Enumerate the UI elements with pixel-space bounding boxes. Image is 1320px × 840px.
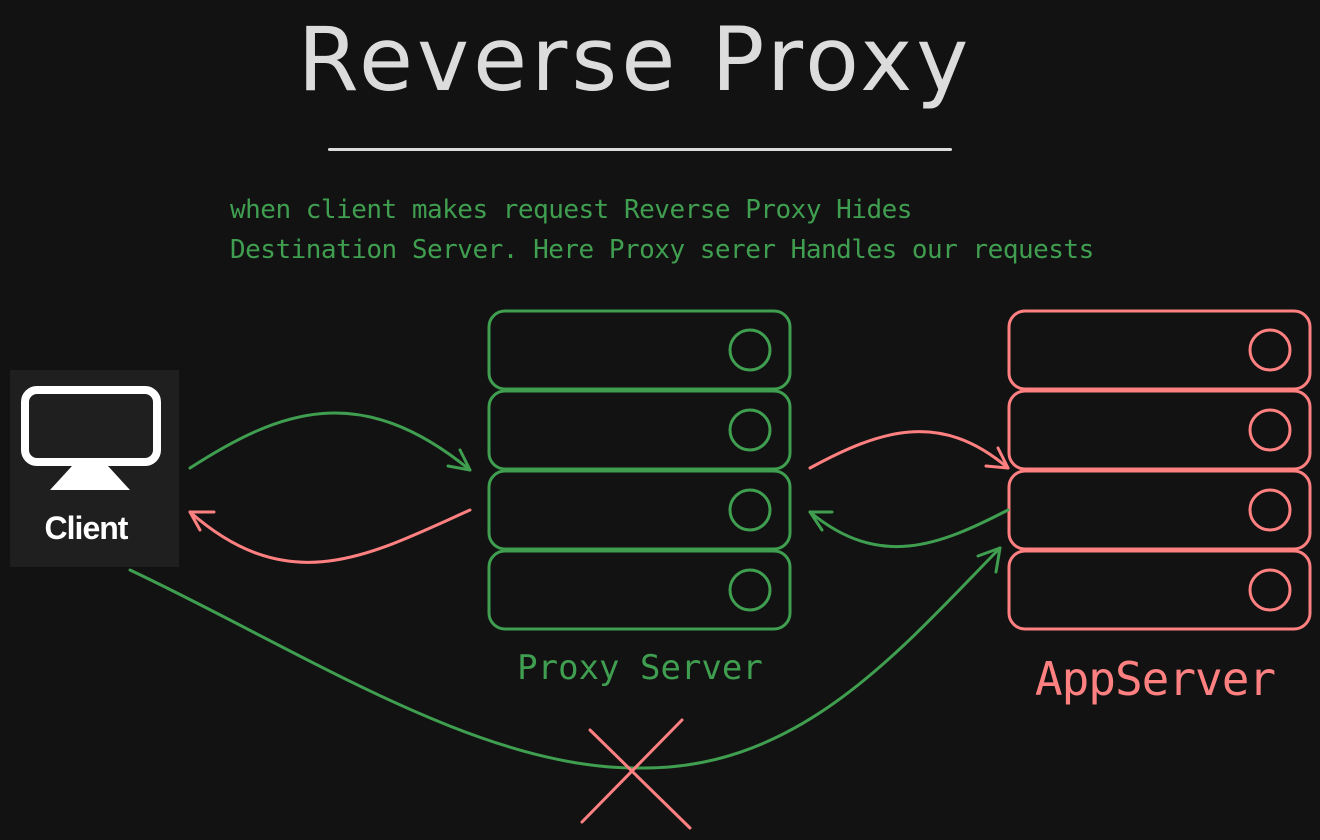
proxy-status-light-3 bbox=[728, 488, 772, 532]
page-title: Reverse Proxy bbox=[297, 8, 973, 111]
app-status-light-1 bbox=[1248, 328, 1292, 372]
proxy-server-unit-4 bbox=[487, 549, 792, 631]
arrow-client-to-app-direct bbox=[128, 546, 1002, 770]
app-server-unit-2 bbox=[1007, 389, 1312, 471]
app-status-light-4 bbox=[1248, 568, 1292, 612]
proxy-server-label: Proxy Server bbox=[517, 648, 763, 688]
proxy-server-unit-2 bbox=[487, 389, 792, 471]
monitor-icon bbox=[21, 386, 161, 490]
arrow-app-to-proxy bbox=[808, 508, 1010, 549]
app-status-light-3 bbox=[1248, 488, 1292, 532]
arrow-proxy-to-client bbox=[188, 508, 472, 564]
description: when client makes request Reverse Proxy … bbox=[230, 190, 1094, 270]
app-server-stack bbox=[1007, 309, 1312, 631]
app-server-unit-3 bbox=[1007, 469, 1312, 551]
proxy-status-light-4 bbox=[728, 568, 772, 612]
description-line-2: Destination Server. Here Proxy serer Han… bbox=[230, 235, 1094, 265]
proxy-status-light-1 bbox=[728, 328, 772, 372]
description-line-1: when client makes request Reverse Proxy … bbox=[230, 195, 912, 225]
client-label: Client bbox=[44, 510, 129, 546]
app-status-light-2 bbox=[1248, 408, 1292, 452]
proxy-server-unit-3 bbox=[487, 469, 792, 551]
proxy-status-light-2 bbox=[728, 408, 772, 452]
arrow-proxy-to-app bbox=[808, 430, 1010, 470]
proxy-server-unit-1 bbox=[487, 309, 792, 391]
blocked-cross-icon bbox=[580, 718, 692, 830]
title-underline bbox=[328, 148, 952, 151]
proxy-server-stack bbox=[487, 309, 792, 631]
app-server-unit-4 bbox=[1007, 549, 1312, 631]
arrow-client-to-proxy bbox=[188, 411, 472, 472]
app-server-label: AppServer bbox=[1034, 652, 1276, 706]
app-server-unit-1 bbox=[1007, 309, 1312, 391]
